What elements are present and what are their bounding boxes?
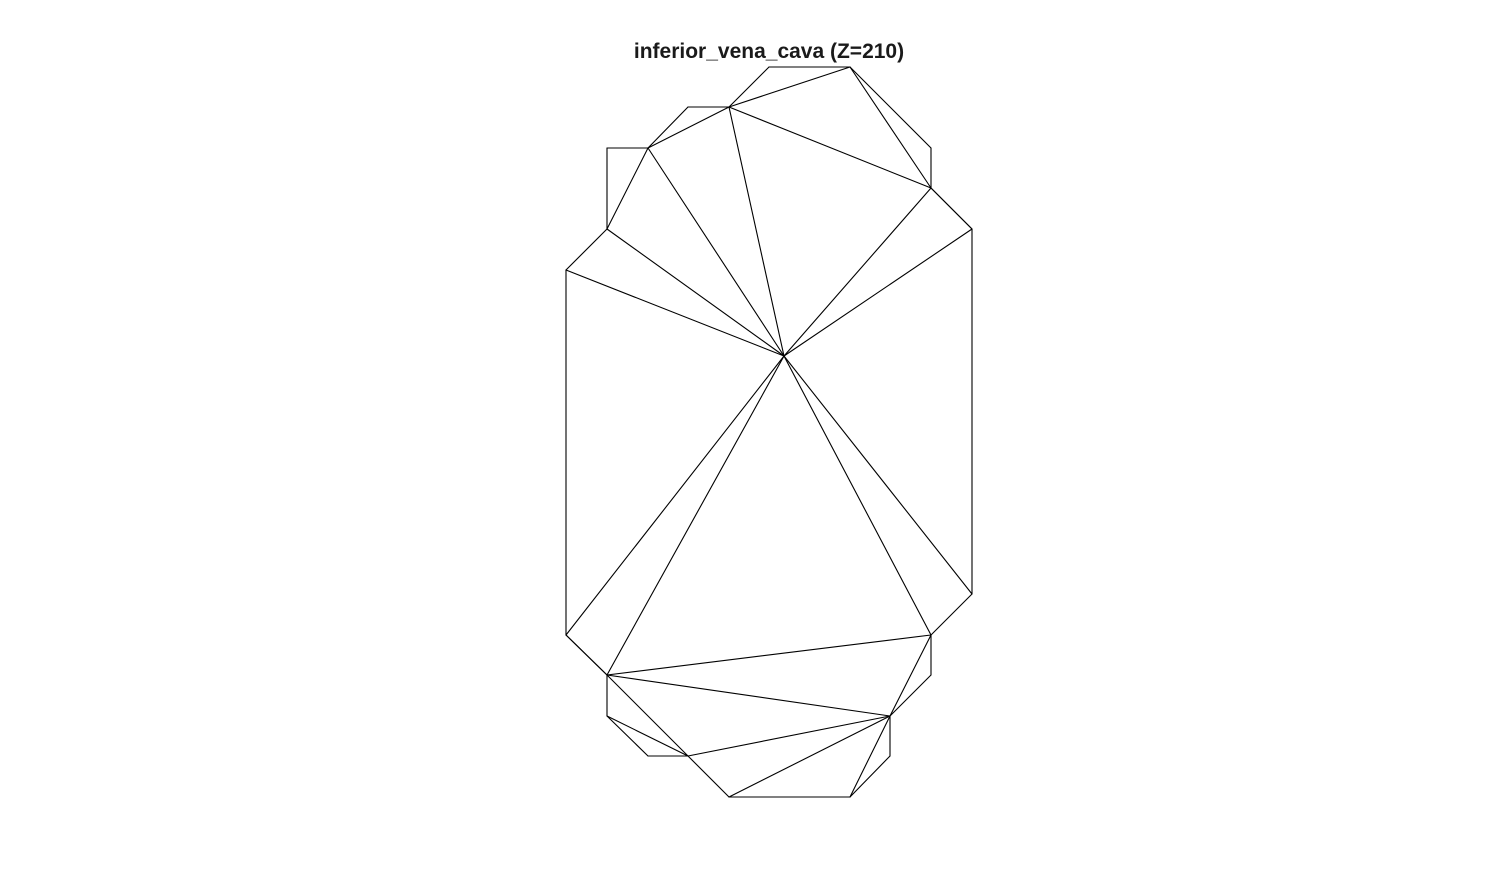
triangulation-edge bbox=[647, 106, 730, 149]
fan-edge bbox=[783, 355, 973, 595]
triangulation-edge bbox=[606, 674, 891, 717]
fan-edge bbox=[783, 355, 932, 636]
outline-edge bbox=[849, 755, 891, 798]
figure-title: inferior_vena_cava (Z=210) bbox=[633, 40, 905, 63]
fan-edge bbox=[606, 355, 785, 676]
triangulation-edge bbox=[606, 147, 649, 230]
fan-edge bbox=[606, 228, 785, 357]
triangulation-edge bbox=[606, 674, 689, 757]
outline-edge bbox=[647, 106, 689, 149]
triangulation-edge bbox=[606, 715, 689, 757]
triangulation-edge bbox=[565, 634, 608, 676]
outline-edge bbox=[606, 715, 649, 757]
triangulation-edge bbox=[606, 634, 932, 676]
outline-edge bbox=[930, 593, 973, 636]
triangulation-edge bbox=[930, 187, 973, 230]
triangulation-edge bbox=[728, 66, 851, 108]
outline-edge bbox=[728, 66, 770, 108]
fan-edge bbox=[783, 228, 973, 357]
triangulation-edge bbox=[889, 634, 932, 717]
fan-edge bbox=[728, 106, 785, 357]
triangulation-edge bbox=[849, 715, 891, 798]
outline-edge bbox=[687, 755, 730, 798]
fan-edge bbox=[565, 355, 785, 636]
outline-edge bbox=[889, 674, 932, 717]
triangulation-edge bbox=[728, 106, 932, 189]
fan-edge bbox=[647, 147, 785, 357]
outline-edge bbox=[849, 66, 932, 149]
triangulation-edge bbox=[728, 715, 891, 798]
outline-edge bbox=[565, 228, 608, 271]
fan-edge bbox=[565, 269, 785, 357]
fan-edge bbox=[783, 187, 932, 357]
triangulation-edge bbox=[687, 715, 891, 757]
triangulation-edge bbox=[849, 66, 932, 189]
